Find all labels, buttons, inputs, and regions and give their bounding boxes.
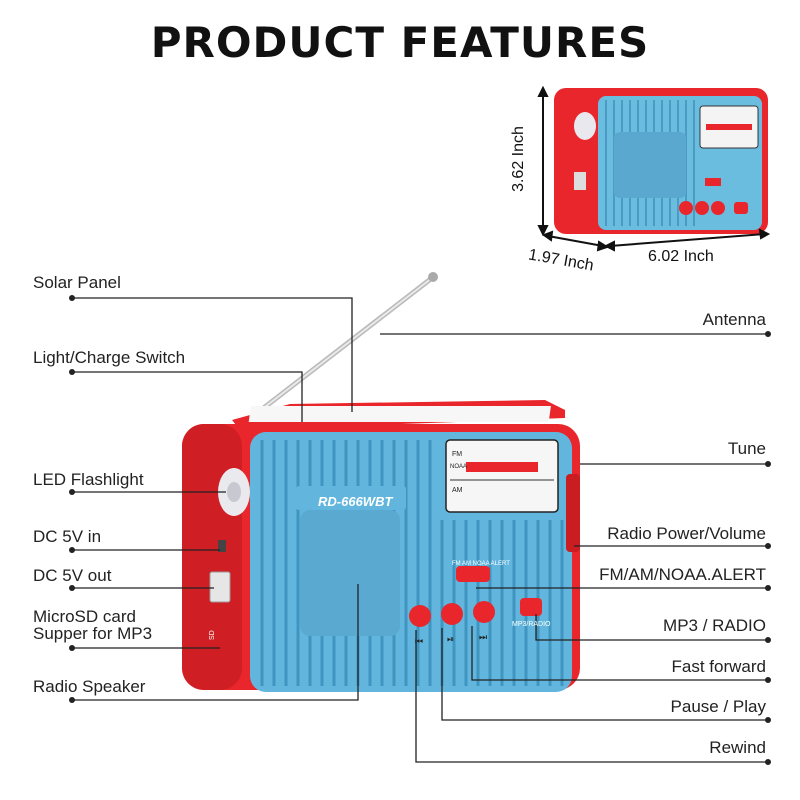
leader-lines — [72, 297, 768, 763]
label-antenna: Antenna — [702, 310, 766, 329]
dimension-lines — [537, 85, 771, 252]
label-fast-forward: Fast forward — [671, 657, 766, 676]
band-fm-label: FM — [452, 451, 462, 458]
play-pause-icon: ⏯ — [447, 635, 454, 645]
label-dc-out: DC 5V out — [33, 566, 112, 585]
label-pause-play: Pause / Play — [670, 697, 766, 716]
page-title: PRODUCT FEATURES — [150, 18, 650, 67]
model-name: RD-666WBT — [318, 494, 393, 509]
label-mp3-support: Supper for MP3 — [33, 624, 153, 643]
sd-slot-label: SD — [209, 630, 216, 640]
label-dc-in: DC 5V in — [33, 527, 102, 546]
label-band-switch: FM/AM/NOAA.ALERT — [599, 565, 766, 584]
label-radio-speaker: Radio Speaker — [33, 677, 146, 696]
label-light-charge-switch: Light/Charge Switch — [33, 348, 186, 367]
label-power-volume: Radio Power/Volume — [607, 524, 766, 543]
label-led-flashlight: LED Flashlight — [33, 470, 144, 489]
band-am-label: AM — [452, 487, 463, 494]
rewind-icon: ⏮ — [415, 637, 423, 647]
label-microsd: MicroSD card — [33, 607, 136, 626]
noaa-switch-label: FM AM NOAA ALERT — [452, 561, 510, 567]
label-rewind: Rewind — [709, 738, 766, 757]
band-noaa-label: NOAA — [450, 464, 467, 470]
main-radio-image — [182, 272, 580, 692]
height-dimension: 3.62 Inch — [509, 126, 527, 192]
fast-forward-icon: ⏭ — [479, 633, 487, 643]
small-radio-image — [554, 88, 768, 234]
leader-dots — [69, 295, 771, 765]
mode-switch-label: MP3/RADIO — [512, 621, 551, 628]
label-tune: Tune — [727, 439, 766, 458]
label-solar-panel: Solar Panel — [33, 273, 121, 292]
label-mp3-radio: MP3 / RADIO — [663, 616, 766, 635]
width-dimension: 6.02 Inch — [648, 248, 714, 265]
